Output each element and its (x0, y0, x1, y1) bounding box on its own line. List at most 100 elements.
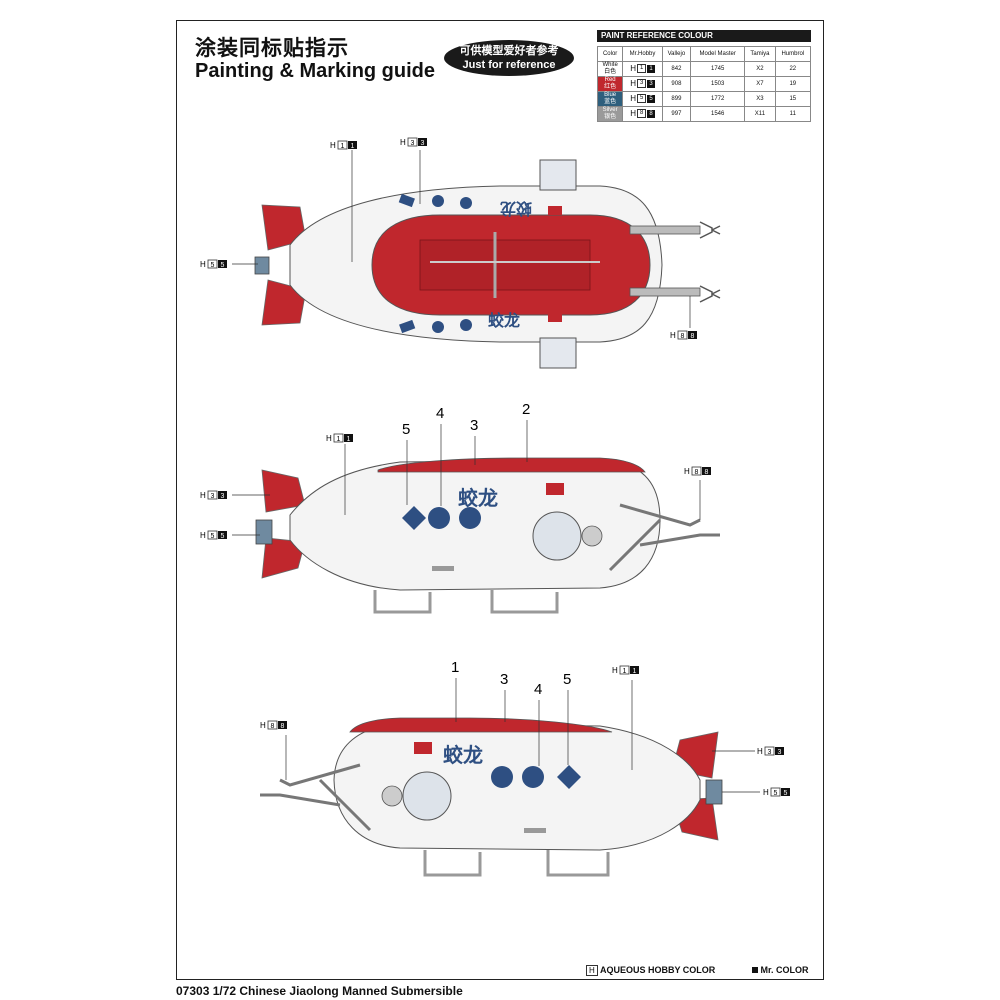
svg-text:1: 1 (341, 143, 345, 150)
paint-table-grid: Color Mr.Hobby Vallejo Model Master Tami… (596, 46, 812, 122)
top-callout-silver: H 8 8 (670, 330, 697, 340)
svg-text:3: 3 (768, 749, 772, 756)
svg-text:H: H (200, 531, 206, 540)
svg-text:H: H (763, 788, 769, 797)
top-decals-upper: 蛟龙 (398, 193, 562, 218)
side1-flag (546, 483, 564, 495)
svg-text:1: 1 (623, 668, 627, 675)
svg-text:3: 3 (778, 749, 782, 756)
legend-aqueous-label: AQUEOUS HOBBY COLOR (599, 965, 716, 975)
title-english: Painting & Marking guide (195, 60, 436, 82)
svg-text:H: H (684, 467, 690, 476)
top-arm-lower (629, 287, 701, 297)
svg-text:1: 1 (337, 436, 341, 443)
svg-text:5: 5 (784, 790, 788, 797)
side1-thruster (255, 519, 273, 545)
side-view-right: 蛟龙 1 3 4 5 H 1 1 H 3 (260, 659, 790, 877)
side2-thruster (705, 779, 723, 805)
title-chinese: 涂装同标贴指示 (195, 36, 349, 60)
top-decals-lower: 蛟龙 (399, 311, 562, 334)
svg-text:3: 3 (221, 493, 225, 500)
side1-skids (373, 590, 559, 614)
top-claw-lower (699, 285, 721, 303)
svg-text:8: 8 (691, 333, 695, 340)
side2-decal-number-4: 4 (534, 681, 542, 698)
svg-text:H: H (200, 491, 206, 500)
vallejo-white: 842 (661, 61, 692, 77)
svg-text:8: 8 (281, 723, 285, 730)
side1-callout-blue: H 5 5 (200, 530, 227, 540)
side1-decal-number-4: 4 (436, 405, 444, 422)
side1-callout-silver: H 8 8 (684, 466, 711, 476)
footer-product-title: 07303 1/72 Chinese Jiaolong Manned Subme… (176, 984, 463, 998)
top-decal-diamond-lower (399, 319, 416, 334)
side2-hatch-detail (524, 828, 546, 833)
svg-text:8: 8 (681, 333, 685, 340)
svg-text:H: H (200, 260, 206, 269)
svg-text:H: H (612, 666, 618, 675)
vallejo-silver: 997 (661, 106, 692, 122)
top-decal-seal-c (432, 321, 444, 333)
paint-table-heading: PAINT REFERENCE COLOUR (597, 30, 811, 42)
top-decal-diamond (398, 193, 415, 208)
side2-skids (423, 850, 610, 877)
svg-text:5: 5 (211, 262, 215, 269)
top-decal-seal-d (460, 319, 472, 331)
svg-text:H: H (330, 141, 336, 150)
top-deck-hatch (419, 239, 591, 291)
col-color: Color (596, 46, 624, 62)
side2-callout-white: H 1 1 (612, 665, 639, 675)
reference-badge-english: Just for reference (462, 59, 556, 71)
side1-red-deck (377, 457, 646, 473)
top-hull-name-lower: 蛟龙 (488, 311, 520, 330)
side2-viewport (402, 771, 452, 821)
svg-text:5: 5 (221, 533, 225, 540)
side1-decal-seal-b (459, 507, 481, 529)
side2-decal-number-5: 5 (563, 671, 571, 688)
side1-viewport (532, 511, 582, 561)
top-decal-seal-b (460, 197, 472, 209)
side1-hatch-detail (432, 566, 454, 571)
side2-callout-silver: H 8 8 (260, 720, 287, 730)
legend-aqueous-mark: H (586, 965, 598, 976)
top-flag-upper (548, 206, 562, 215)
side2-decal-number-3: 3 (500, 671, 508, 688)
side2-decal-diamond (557, 765, 581, 789)
page-frame (176, 20, 824, 980)
side2-callout-red: H 3 3 (757, 746, 784, 756)
side2-arms (260, 763, 372, 832)
legend-mr-color: Mr. COLOR (752, 965, 809, 975)
top-arm-upper (629, 225, 701, 235)
top-basket-upper (539, 159, 577, 191)
side2-red-deck (349, 717, 613, 733)
top-basket-lower (539, 337, 577, 369)
side2-decal-seal-b (522, 766, 544, 788)
paint-reference-table: PAINT REFERENCE COLOUR Color Mr.Hobby Va… (596, 30, 812, 122)
side1-decal-diamond (402, 506, 426, 530)
svg-text:5: 5 (774, 790, 778, 797)
svg-text:5: 5 (221, 262, 225, 269)
reference-badge: 可供模型爱好者参考 Just for reference (444, 40, 574, 76)
svg-text:H: H (670, 331, 676, 340)
side1-decal-number-2: 2 (522, 401, 530, 418)
svg-text:3: 3 (421, 140, 425, 147)
paint-table-header-row: Color Mr.Hobby Vallejo Model Master Tami… (596, 46, 812, 62)
top-callout-red: H 3 3 (400, 137, 427, 147)
legend-mr-color-label: Mr. COLOR (760, 965, 809, 975)
side1-callout-red: H 3 3 (200, 490, 227, 500)
side1-decal-seal-a (428, 507, 450, 529)
svg-text:H: H (260, 721, 266, 730)
svg-text:8: 8 (271, 723, 275, 730)
top-callout-white: H 1 1 (330, 140, 357, 150)
top-thruster (254, 256, 270, 275)
side-view-left: 蛟龙 5 4 3 2 H 1 1 H 3 (200, 401, 720, 614)
side1-decal-number-5: 5 (402, 421, 410, 438)
